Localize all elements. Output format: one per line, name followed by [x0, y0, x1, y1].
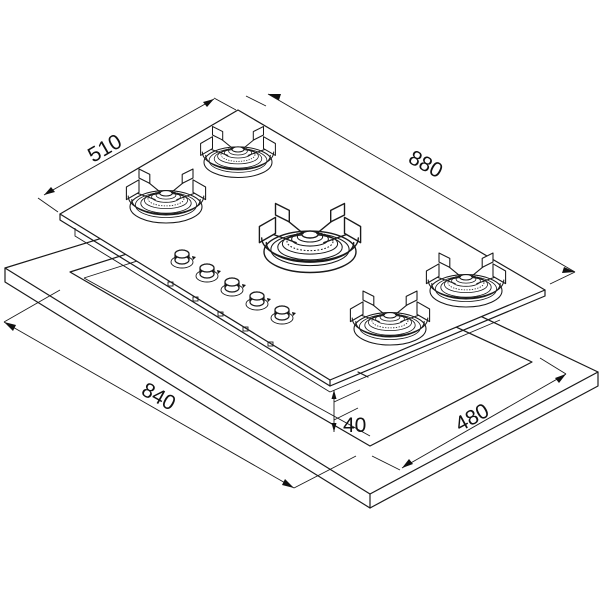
- dim-label-840: 840: [138, 378, 180, 415]
- knob-slots: [167, 281, 274, 347]
- dim-label-510: 510: [84, 130, 126, 167]
- dim-label-40: 40: [343, 414, 366, 437]
- control-knobs: [170, 249, 296, 325]
- knob-4: [245, 291, 271, 311]
- knob-1: [170, 249, 196, 269]
- dimension-hob-height: 40: [331, 389, 366, 437]
- knob-2: [195, 263, 221, 283]
- knob-3: [220, 277, 246, 297]
- knob-5: [270, 305, 296, 325]
